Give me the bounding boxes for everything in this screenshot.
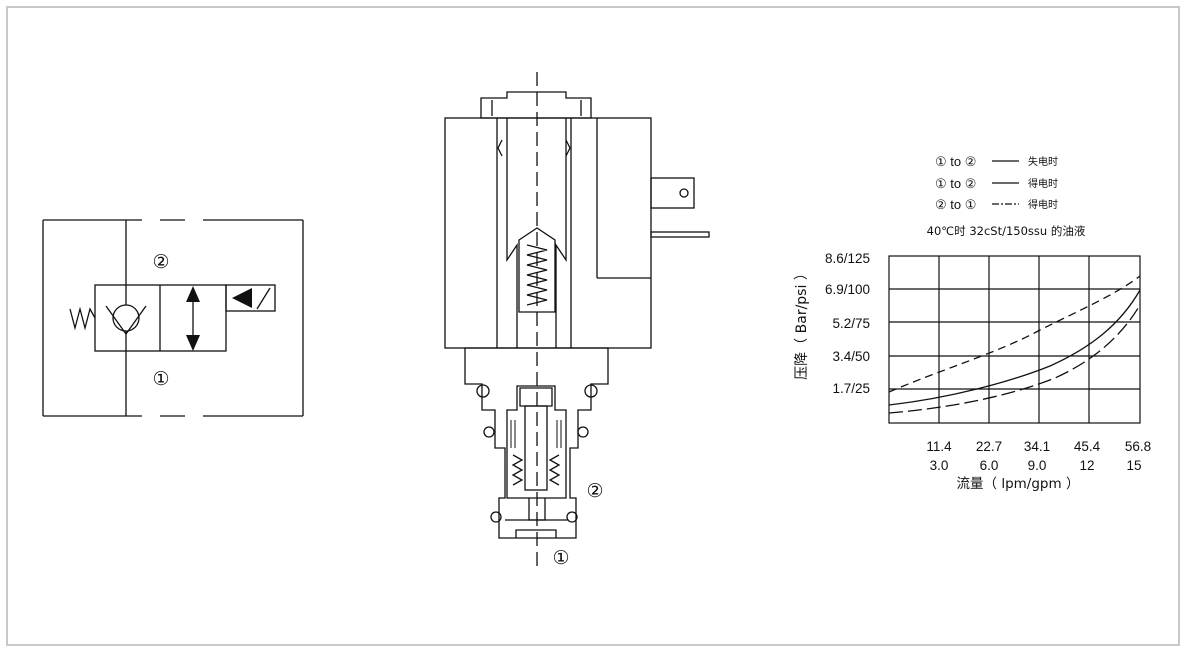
series-line-solid [888,289,1141,406]
x-tick: 34.1 [1024,439,1050,454]
poppet-spring-right-icon [548,454,561,486]
legend-note-2: 得电时 [1028,177,1058,190]
armature [518,227,556,313]
x-tick: 15 [1126,458,1141,473]
solenoid-slash-icon [256,287,271,310]
y-tick: 8.6/125 [825,251,870,266]
y-tick-labels: 8.6/125 6.9/100 5.2/75 3.4/50 1.7/25 [825,251,870,396]
chart-series [888,275,1141,414]
cartridge-body [464,347,609,539]
solenoid-box [225,284,276,312]
y-tick: 3.4/50 [832,349,870,364]
x-tick: 3.0 [930,458,949,473]
y-axis-label: 压降（ Bar/psi ） [794,266,810,380]
y-tick: 5.2/75 [832,316,870,331]
x-tick-labels-gpm: 3.0 6.0 9.0 12 15 [930,458,1142,473]
series-line-long-dash [888,304,1141,414]
x-tick-labels-lpm: 11.4 22.7 34.1 45.4 56.8 [926,439,1151,454]
x-tick: 11.4 [926,439,952,454]
series-line-dashed [888,275,1141,393]
armature-spring-icon [526,244,548,306]
legend-note-3: 得电时 [1028,198,1058,211]
chart-condition: 40℃时 32cSt/150ssu 的油液 [927,224,1086,238]
hydraulic-symbol: ② ① [42,219,304,417]
spring-icon [69,306,96,331]
check-ball-icon [112,304,140,332]
y-tick: 1.7/25 [832,381,870,396]
solenoid-triangle-icon [232,288,252,308]
connector-blade [650,231,710,238]
poppet [524,405,548,491]
legend-note-1: 失电时 [1028,155,1058,168]
x-tick: 22.7 [976,439,1002,454]
x-tick: 45.4 [1074,439,1101,454]
check-seat-icon [105,305,147,336]
open-arrow-icon [186,286,200,351]
top-nut [480,91,592,119]
chart-grid [888,255,1141,424]
legend-entry-3: ② to ① [935,197,976,212]
chart-legend: ① to ② 失电时 ① to ② 得电时 ② to ① 得电时 [935,154,1058,212]
x-tick: 9.0 [1028,458,1047,473]
x-tick: 12 [1079,458,1094,473]
section-port-1-label: ① [552,548,569,569]
y-tick: 6.9/100 [825,282,870,297]
legend-entry-2: ① to ② [935,176,976,191]
x-tick: 6.0 [980,458,999,473]
port-1-label: ① [152,369,169,390]
legend-entry-1: ① to ② [935,154,976,169]
x-axis-label: 流量（ lpm/gpm ） [957,476,1080,492]
connector-terminal [650,177,695,209]
poppet-spring-left-icon [511,454,524,486]
figure-frame [6,6,1180,646]
pressure-drop-chart: ① to ② 失电时 ① to ② 得电时 ② to ① 得电时 40℃时 32… [794,154,1151,492]
port-2-label: ② [152,252,169,273]
section-port-2-label: ② [586,481,603,502]
x-tick: 56.8 [1125,439,1151,454]
coil-body [444,117,652,349]
valve-cross-section: ② ① [444,72,710,569]
